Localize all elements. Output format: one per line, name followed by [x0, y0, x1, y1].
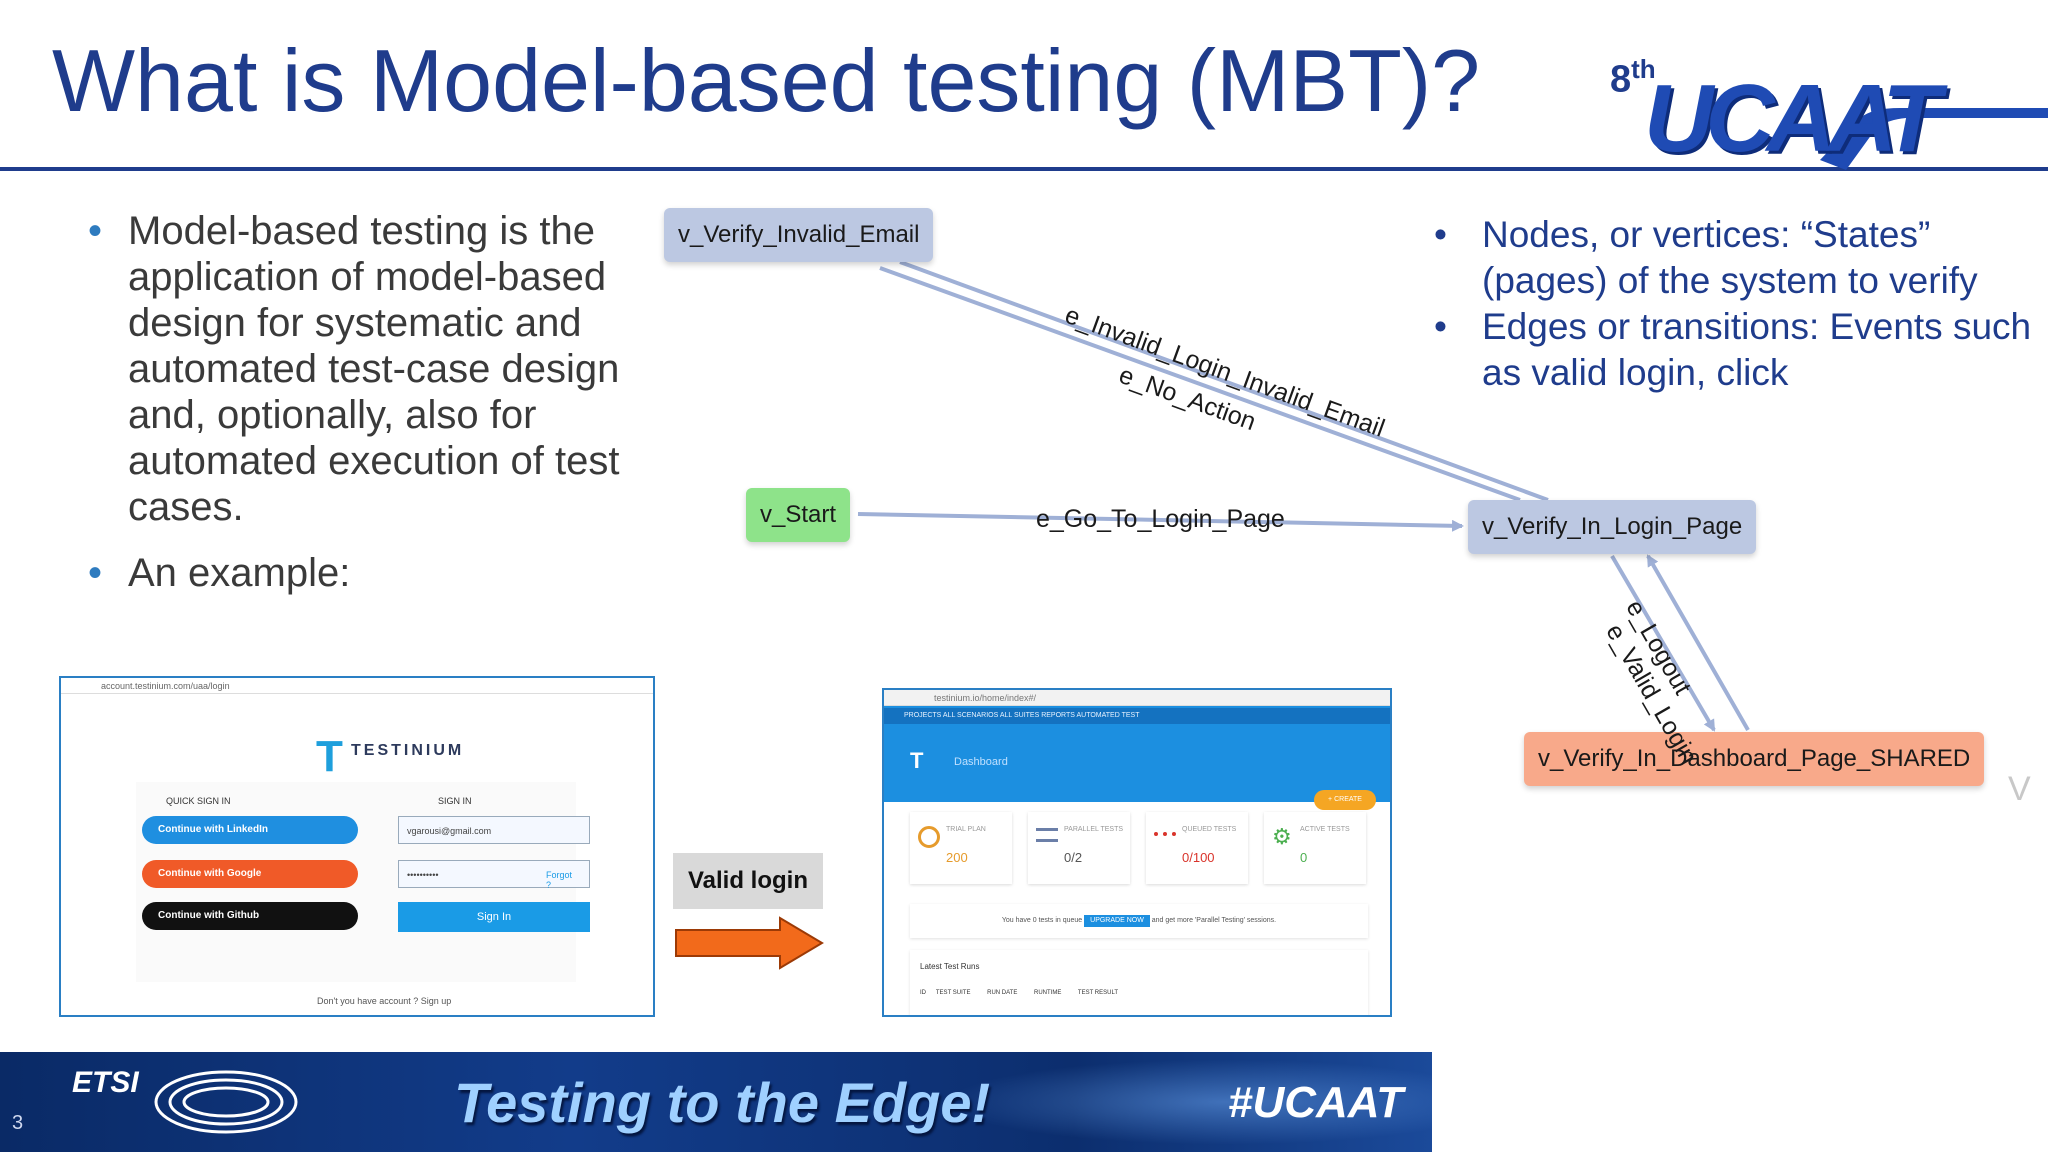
clock-icon	[918, 826, 940, 848]
transition-arrow-icon	[675, 916, 824, 970]
edge-no-action	[879, 266, 1521, 502]
stat-trial-plan: TRIAL PLAN 200	[910, 812, 1012, 884]
login-card: QUICK SIGN IN SIGN IN Continue with Link…	[136, 782, 590, 982]
upgrade-button[interactable]: UPGRADE NOW	[1084, 915, 1150, 927]
side-mark: V	[2008, 770, 2031, 808]
queue-icon	[1154, 832, 1176, 838]
login-page-screenshot: account.testinium.com/uaa/login T TESTIN…	[59, 676, 655, 1017]
stat-parallel-tests: PARALLEL TESTS 0/2	[1028, 812, 1130, 884]
logo-edition: 8th	[1610, 54, 1656, 101]
dashboard-page-screenshot: testinium.io/home/index#/ PROJECTS ALL S…	[882, 688, 1392, 1017]
password-field[interactable]: ••••••••••	[398, 860, 590, 888]
google-button[interactable]: Continue with Google	[142, 860, 358, 888]
dashboard-title: Dashboard	[954, 756, 1008, 768]
edge-label-go-to-login: e_Go_To_Login_Page	[1036, 505, 1285, 533]
sign-in-label: SIGN IN	[438, 796, 472, 806]
email-field[interactable]: vgarousi@gmail.com	[398, 816, 590, 844]
gear-icon: ⚙	[1272, 824, 1292, 849]
dashboard-nav-tabs[interactable]: PROJECTS ALL SCENARIOS ALL SUITES REPORT…	[884, 708, 1390, 724]
slide-title: What is Model-based testing (MBT)?	[52, 31, 1481, 130]
footer-banner: 3 ETSI Testing to the Edge! #UCAAT	[0, 1052, 1432, 1152]
node-verify-invalid-email: v_Verify_Invalid_Email	[664, 208, 934, 262]
node-verify-login-page: v_Verify_In_Login_Page	[1468, 500, 1757, 554]
stat-queued-tests: QUEUED TESTS 0/100	[1146, 812, 1248, 884]
etsi-logo: ETSI	[72, 1066, 139, 1099]
queue-notice: You have 0 tests in queue UPGRADE NOW an…	[910, 904, 1368, 938]
dashboard-logo-icon: T	[910, 748, 924, 773]
valid-login-label: Valid login	[673, 853, 823, 909]
right-bullet-1: • Nodes, or vertices: “States” (pages) o…	[1434, 212, 2034, 304]
dashboard-address-bar: testinium.io/home/index#/	[884, 690, 1390, 706]
dashboard-header: testinium.io/home/index#/ PROJECTS ALL S…	[884, 690, 1390, 802]
linkedin-button[interactable]: Continue with LinkedIn	[142, 816, 358, 844]
node-start: v_Start	[746, 488, 851, 542]
github-button[interactable]: Continue with Github	[142, 902, 358, 930]
bullet-icon: •	[1434, 306, 1447, 347]
logo-swoosh	[1820, 108, 2048, 170]
quick-sign-in-label: QUICK SIGN IN	[166, 796, 231, 806]
forgot-link[interactable]: Forgot ?	[546, 870, 573, 890]
page-number: 3	[12, 1112, 24, 1134]
left-bullet-list: • Model-based testing is the application…	[88, 208, 628, 596]
sliders-icon	[1036, 828, 1058, 842]
footer-hashtag: #UCAAT	[1228, 1078, 1404, 1127]
ucaat-logo: 8th UCAAT	[1610, 48, 2048, 178]
edge-logout	[1646, 554, 1750, 731]
latest-runs-columns: ID TEST SUITE RUN DATE RUNTIME TEST RESU…	[920, 990, 1119, 996]
footer-tagline: Testing to the Edge!	[454, 1071, 991, 1134]
logo-wordmark: UCAAT	[1644, 65, 1941, 172]
left-bullet-1: • Model-based testing is the application…	[88, 209, 620, 529]
right-bullet-list: • Nodes, or vertices: “States” (pages) o…	[1434, 212, 2034, 396]
login-address-bar: account.testinium.com/uaa/login	[61, 678, 653, 694]
testinium-wordmark: TESTINIUM	[351, 742, 465, 759]
edge-go-to-login	[857, 512, 1464, 532]
right-bullet-2: • Edges or transitions: Events such as v…	[1434, 304, 2034, 396]
latest-runs-title: Latest Test Runs	[920, 962, 980, 971]
edge-invalid-login	[899, 260, 1549, 502]
title-divider	[0, 167, 2048, 171]
etsi-swirl-icon	[154, 1070, 298, 1134]
signup-prompt[interactable]: Don't you have account ? Sign up	[317, 996, 452, 1006]
bullet-icon: •	[1434, 214, 1447, 255]
edge-valid-login	[1610, 554, 1716, 732]
create-button[interactable]: + CREATE	[1314, 790, 1376, 810]
latest-test-runs-panel: Latest Test Runs ID TEST SUITE RUN DATE …	[910, 950, 1368, 1015]
sign-in-button[interactable]: Sign In	[398, 902, 590, 932]
left-bullet-2: • An example:	[88, 551, 351, 595]
bullet-icon: •	[88, 209, 103, 253]
node-verify-dashboard: v_Verify_In_Dashboard_Page_SHARED	[1524, 732, 1985, 786]
testinium-logo-icon: T	[316, 732, 343, 781]
stat-active-tests: ⚙ ACTIVE TESTS 0	[1264, 812, 1366, 884]
bullet-icon: •	[88, 551, 103, 595]
